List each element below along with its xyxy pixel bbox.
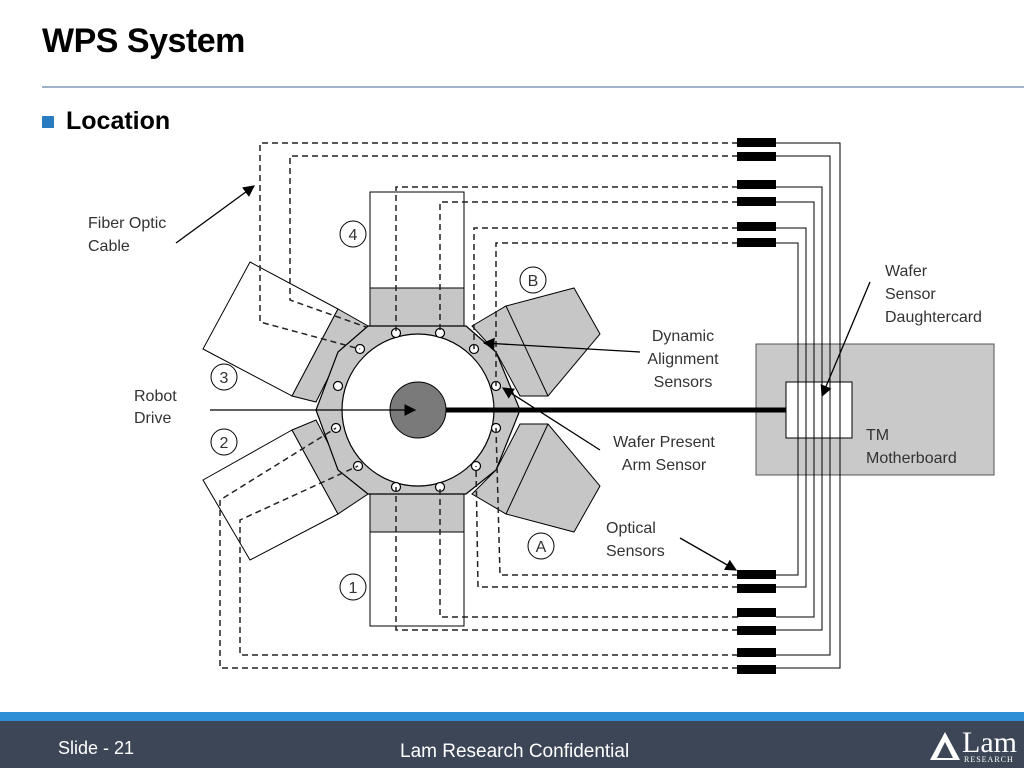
logo-subtext: RESEARCH xyxy=(964,755,1014,764)
svg-text:Wafer Present: Wafer Present xyxy=(613,434,715,451)
label-robot-drive: Robot Drive xyxy=(134,388,177,427)
fiber-connectors-bottom xyxy=(737,570,776,674)
bullet-square-icon xyxy=(42,116,54,128)
port-marker-3: 3 xyxy=(210,363,238,391)
logo-word: Lam xyxy=(962,726,1017,759)
chamber-a xyxy=(471,423,601,533)
label-tm-motherboard: TM Motherboard xyxy=(866,427,957,467)
svg-text:Sensors: Sensors xyxy=(654,374,713,391)
svg-text:2: 2 xyxy=(220,435,229,452)
svg-text:Daughtercard: Daughtercard xyxy=(885,309,982,326)
label-dynamic-alignment-sensors: Dynamic Alignment Sensors xyxy=(647,328,719,391)
svg-text:TM: TM xyxy=(866,427,889,444)
svg-text:1: 1 xyxy=(349,580,358,597)
svg-text:Sensors: Sensors xyxy=(606,543,665,560)
footer-background xyxy=(0,721,1024,768)
svg-text:4: 4 xyxy=(349,227,358,244)
label-optical-sensors: Optical Sensors xyxy=(606,520,665,560)
slide-number: Slide - 21 xyxy=(58,738,135,758)
label-wafer-sensor-daughtercard: Wafer Sensor Daughtercard xyxy=(885,263,982,326)
logo-triangle-icon xyxy=(930,732,960,760)
leader-arrows xyxy=(175,185,871,571)
chamber-b xyxy=(471,287,601,397)
svg-text:Arm Sensor: Arm Sensor xyxy=(622,457,707,474)
svg-text:B: B xyxy=(528,273,539,290)
chamber-4 xyxy=(369,191,465,327)
svg-text:Optical: Optical xyxy=(606,520,656,537)
svg-text:Motherboard: Motherboard xyxy=(866,450,957,467)
sensor-wiring xyxy=(776,142,841,669)
fiber-connectors-top xyxy=(737,138,776,247)
lam-research-logo: Lam RESEARCH xyxy=(928,726,1020,764)
footer-accent-stripe xyxy=(0,712,1024,721)
svg-text:Robot: Robot xyxy=(134,388,177,405)
svg-text:Cable: Cable xyxy=(88,238,130,255)
port-marker-1: 1 xyxy=(339,573,367,601)
svg-text:Drive: Drive xyxy=(134,410,171,427)
port-marker-b: B xyxy=(519,266,547,294)
wps-location-diagram: 4 3 2 1 B A Fiber Optic Cable Robot Driv… xyxy=(88,138,995,674)
svg-text:Dynamic: Dynamic xyxy=(652,328,714,345)
port-marker-4: 4 xyxy=(339,220,367,248)
fiber-optic-cables xyxy=(219,142,738,669)
footer-bar: Slide - 21 Lam Research Confidential Lam… xyxy=(0,712,1024,768)
chamber-1 xyxy=(369,493,465,627)
svg-text:3: 3 xyxy=(220,370,229,387)
svg-text:Alignment: Alignment xyxy=(647,351,719,368)
label-wafer-present-arm-sensor: Wafer Present Arm Sensor xyxy=(613,434,715,474)
slide-title: WPS System xyxy=(42,22,245,60)
svg-text:Fiber Optic: Fiber Optic xyxy=(88,215,166,232)
port-marker-a: A xyxy=(527,532,555,560)
bullet-location: Location xyxy=(66,107,171,135)
wafer-sensor-daughtercard xyxy=(785,381,853,439)
confidential-notice: Lam Research Confidential xyxy=(400,741,630,762)
port-marker-2: 2 xyxy=(210,428,238,456)
title-divider xyxy=(42,86,1024,88)
label-fiber-optic-cable: Fiber Optic Cable xyxy=(88,215,166,255)
svg-text:A: A xyxy=(536,539,547,556)
svg-text:Wafer: Wafer xyxy=(885,263,928,280)
svg-text:Sensor: Sensor xyxy=(885,286,936,303)
